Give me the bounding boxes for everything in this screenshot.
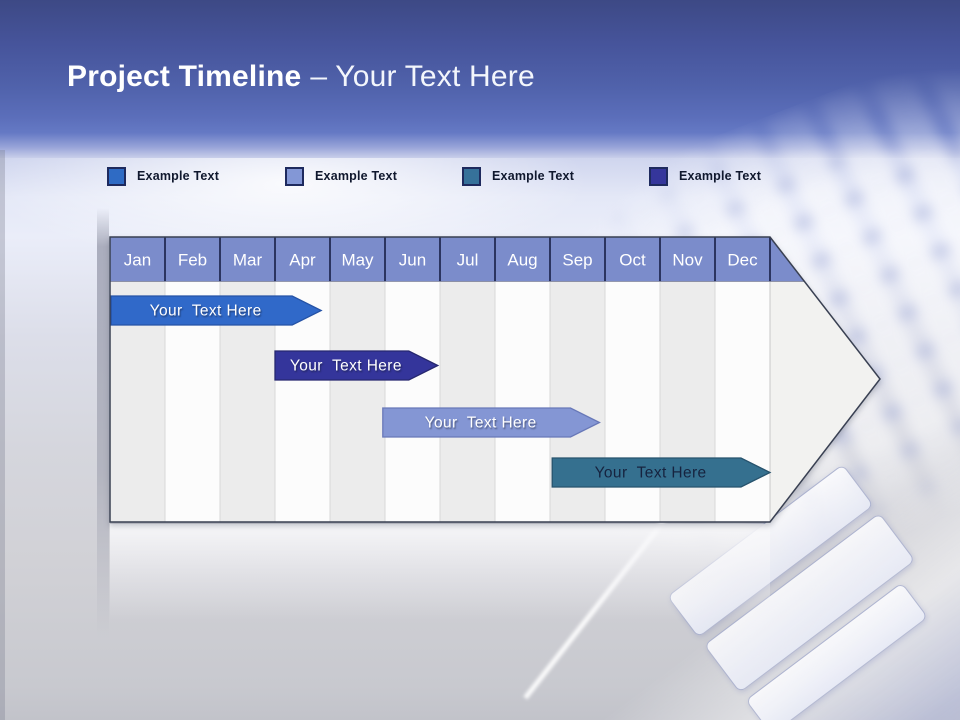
legend-label: Example Text	[679, 169, 762, 183]
legend-item[interactable]: Example Text	[649, 166, 762, 186]
timeline-bar[interactable]: Your Text Here	[274, 350, 440, 381]
month-label: May	[341, 251, 374, 270]
month-label: Jul	[457, 251, 479, 270]
legend-swatch	[649, 166, 668, 186]
timeline-bar[interactable]: Your Text Here	[551, 457, 772, 488]
table-reflection	[110, 524, 770, 620]
month-label: Mar	[233, 251, 263, 270]
month-label: Dec	[727, 251, 758, 270]
legend-label: Example Text	[137, 169, 220, 183]
month-label: Sep	[562, 251, 592, 270]
month-label: Aug	[507, 251, 537, 270]
legend-label: Example Text	[315, 169, 398, 183]
legend-label: Example Text	[492, 169, 575, 183]
arrow-outline	[109, 236, 881, 523]
month-labels: Jan Feb Mar Apr May Jun Jul Aug Sep Oct Nov Dec	[124, 251, 758, 270]
timeline-arrow-table: Jan Feb Mar Apr May Jun Jul Aug Sep Oct Nov Dec You…	[109, 236, 881, 523]
month-label: Apr	[289, 251, 316, 270]
timeline-bar[interactable]: Your Text Here	[110, 295, 323, 326]
month-label: Jan	[124, 251, 151, 270]
photo-vertical-edge	[97, 208, 109, 638]
title-light-text: – Your Text Here	[310, 60, 535, 93]
month-label: Feb	[178, 251, 207, 270]
photo-left-edge	[0, 150, 5, 720]
header-separators	[110, 237, 808, 282]
month-label: Nov	[672, 251, 703, 270]
bar-label: Your Text Here	[595, 465, 707, 482]
page-title[interactable]: Project Timeline– Your Text Here	[67, 60, 535, 94]
month-columns	[110, 281, 770, 522]
month-label: Jun	[399, 251, 426, 270]
timeline-bar[interactable]: Your Text Here	[382, 407, 601, 438]
legend-swatch	[107, 166, 126, 186]
legend-item[interactable]: Example Text	[462, 166, 575, 186]
legend-item[interactable]: Example Text	[285, 166, 398, 186]
legend-swatch	[285, 166, 304, 186]
legend-item[interactable]: Example Text	[107, 166, 220, 186]
month-label: Oct	[619, 251, 646, 270]
month-header-band	[110, 237, 870, 281]
title-bold-text: Project Timeline	[67, 60, 302, 93]
bar-label: Your Text Here	[425, 415, 537, 432]
legend-swatch	[462, 166, 481, 186]
bar-label: Your Text Here	[150, 303, 262, 320]
bar-label: Your Text Here	[290, 358, 402, 375]
